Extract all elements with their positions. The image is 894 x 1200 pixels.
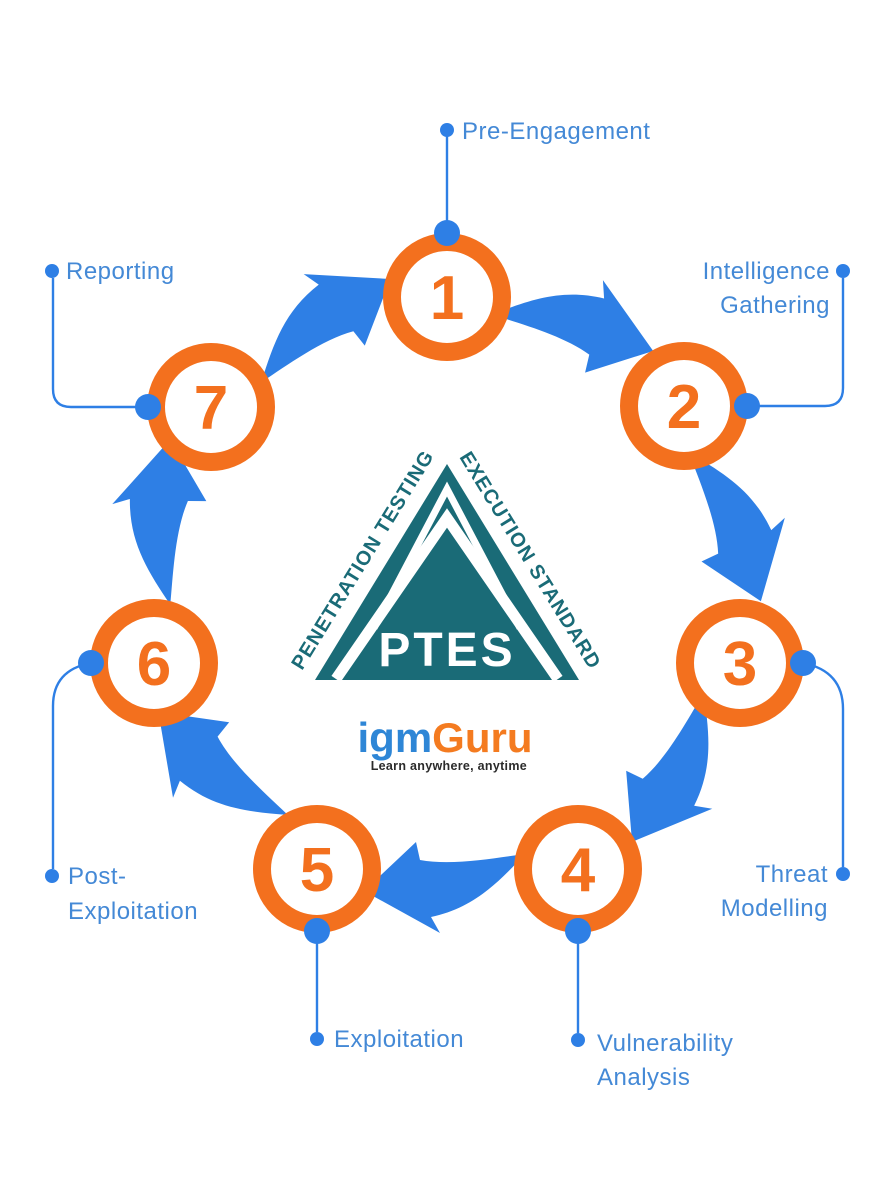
step-3-number: 3 <box>723 630 757 699</box>
igmguru-tagline: Learn anywhere, anytime <box>371 759 527 773</box>
step-7-label-dot <box>45 264 59 278</box>
step-3-callout: Threat Modelling <box>721 650 850 922</box>
arrow-1-to-2-icon <box>492 280 654 373</box>
step-2-label-dot <box>836 264 850 278</box>
step-1-circle: 1 <box>383 233 511 361</box>
step-4-number: 4 <box>561 836 596 905</box>
arrow-6-to-7-icon <box>112 439 207 605</box>
step-6-label-line-2: Exploitation <box>68 898 198 925</box>
step-4-label-dot <box>571 1033 585 1047</box>
step-7-label: Reporting <box>66 258 175 285</box>
step-3-circle-dot <box>790 650 816 676</box>
arrow-2-to-3-icon <box>688 452 785 602</box>
step-3-label-line-1: Threat <box>756 861 828 888</box>
step-5-callout: Exploitation <box>304 918 464 1053</box>
step-5-circle-dot <box>304 918 330 944</box>
step-4-circle: 4 <box>514 805 642 933</box>
step-7-circle-dot <box>135 394 161 420</box>
step-5-circle: 5 <box>253 805 381 933</box>
igmguru-wordmark-orange: Guru <box>432 714 532 761</box>
step-6-circle-dot <box>78 650 104 676</box>
step-6-label-dot <box>45 869 59 883</box>
step-7-number: 7 <box>194 374 228 443</box>
step-3-label-dot <box>836 867 850 881</box>
step-6-circle: 6 <box>90 599 218 727</box>
step-7-connector-line <box>51 278 148 409</box>
step-3-connector-line <box>802 661 845 867</box>
step-4-callout: Vulnerability Analysis <box>565 918 733 1091</box>
step-1-callout: Pre-Engagement <box>434 118 650 246</box>
step-2-circle: 2 <box>620 342 748 470</box>
step-2-label-line-1: Intelligence <box>703 258 830 285</box>
ptes-triangle-icon <box>315 464 579 680</box>
step-1-circle-dot <box>434 220 460 246</box>
step-3-label-line-2: Modelling <box>721 895 828 922</box>
ptes-acronym: PTES <box>378 624 515 677</box>
step-6-callout: Post- Exploitation <box>45 650 198 925</box>
step-4-label-line-2: Analysis <box>597 1064 690 1091</box>
step-2-number: 2 <box>667 373 701 442</box>
step-3-circle: 3 <box>676 599 804 727</box>
arrow-4-to-5-icon <box>364 842 525 933</box>
step-2-circle-dot <box>734 393 760 419</box>
igmguru-wordmark-blue: igm <box>358 714 433 761</box>
step-1-label: Pre-Engagement <box>462 118 650 145</box>
igmguru-wordmark: igmGuru <box>358 714 533 761</box>
arrow-7-to-1-icon <box>261 274 391 383</box>
step-1-number: 1 <box>430 264 464 333</box>
step-1-label-dot <box>440 123 454 137</box>
ptes-logo: PTES PENETRATION TESTING EXECUTION STAND… <box>288 447 605 683</box>
step-7-circle: 7 <box>147 343 275 471</box>
step-5-number: 5 <box>300 836 334 905</box>
arrow-5-to-6-icon <box>158 712 288 815</box>
step-2-connector-line <box>747 278 845 408</box>
step-5-label-dot <box>310 1032 324 1046</box>
step-4-label-line-1: Vulnerability <box>597 1030 733 1057</box>
step-5-label: Exploitation <box>334 1026 464 1053</box>
step-6-label-line-1: Post- <box>68 863 127 890</box>
step-2-callout: Intelligence Gathering <box>703 258 850 419</box>
step-6-connector-line <box>51 661 92 869</box>
step-6-number: 6 <box>137 630 171 699</box>
arrow-3-to-4-icon <box>626 692 713 842</box>
step-4-circle-dot <box>565 918 591 944</box>
step-2-label-line-2: Gathering <box>720 292 830 319</box>
step-7-callout: Reporting <box>45 258 175 420</box>
igmguru-logo: igmGuru Learn anywhere, anytime <box>358 714 533 773</box>
ptes-mountain-icon <box>331 508 563 683</box>
